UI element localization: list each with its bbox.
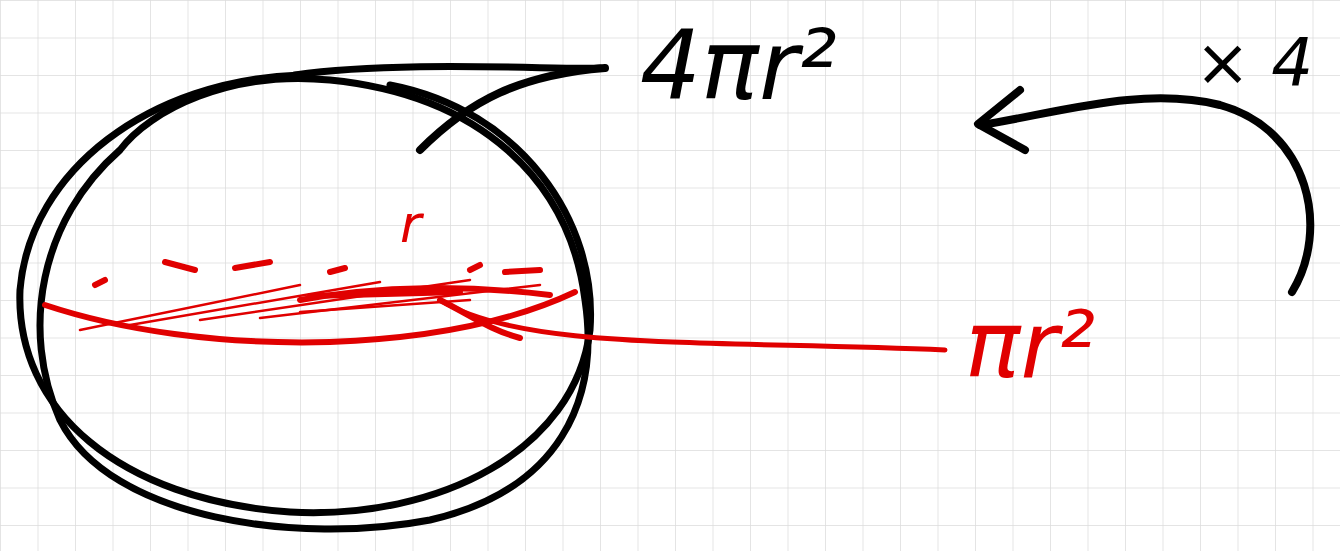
disc-area-formula: πr² [965,300,1095,392]
leader-line [440,300,945,350]
disc-hatching [80,280,540,330]
leader-line [420,68,605,150]
area-formula: 4πr² [640,18,837,114]
radius-label: r [400,198,421,250]
curved-arrow [978,90,1310,292]
sphere-outline [20,67,600,529]
equator-disc [45,262,575,342]
multiplier-label: × 4 [1195,30,1313,96]
